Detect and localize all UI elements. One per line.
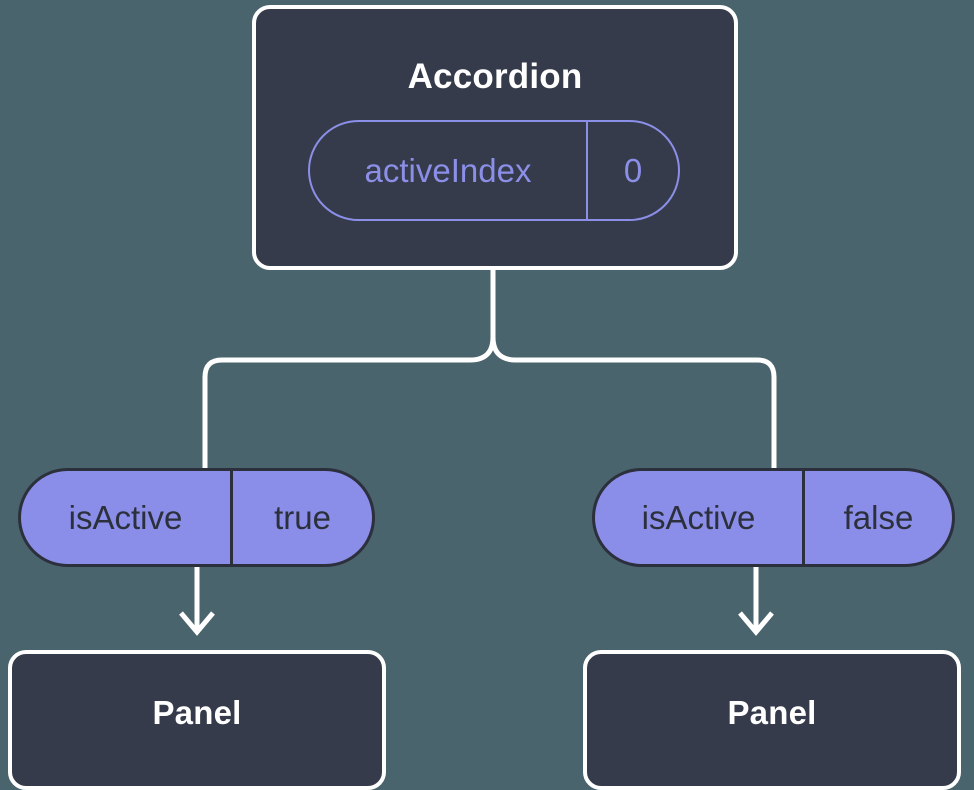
accordion-state-pill: activeIndex 0	[308, 120, 680, 221]
panel-component-box-left: Panel	[8, 650, 386, 790]
panel-title-right: Panel	[727, 694, 817, 731]
panel-prop-key-right: isActive	[595, 471, 805, 564]
accordion-state-key: activeIndex	[310, 122, 588, 219]
panel-prop-value-left: true	[274, 499, 331, 536]
diagram-canvas: Accordion activeIndex 0 isActive true is…	[8, 5, 961, 790]
panel-prop-value-right: false	[843, 499, 914, 536]
panel-prop-key-left: isActive	[21, 471, 233, 564]
accordion-title: Accordion	[407, 57, 583, 96]
panel-prop-pill-right: isActive false	[592, 468, 955, 567]
arrow-right	[738, 567, 774, 636]
connector-fork-left	[202, 334, 496, 471]
arrow-right-head	[738, 611, 774, 636]
panel-title-left: Panel	[152, 694, 242, 731]
arrow-left-head	[179, 611, 215, 636]
accordion-state-value: 0	[623, 152, 643, 189]
arrow-left	[179, 567, 215, 636]
connector-fork-right	[490, 334, 777, 471]
panel-prop-pill-left: isActive true	[18, 468, 375, 567]
panel-component-box-right: Panel	[583, 650, 961, 790]
